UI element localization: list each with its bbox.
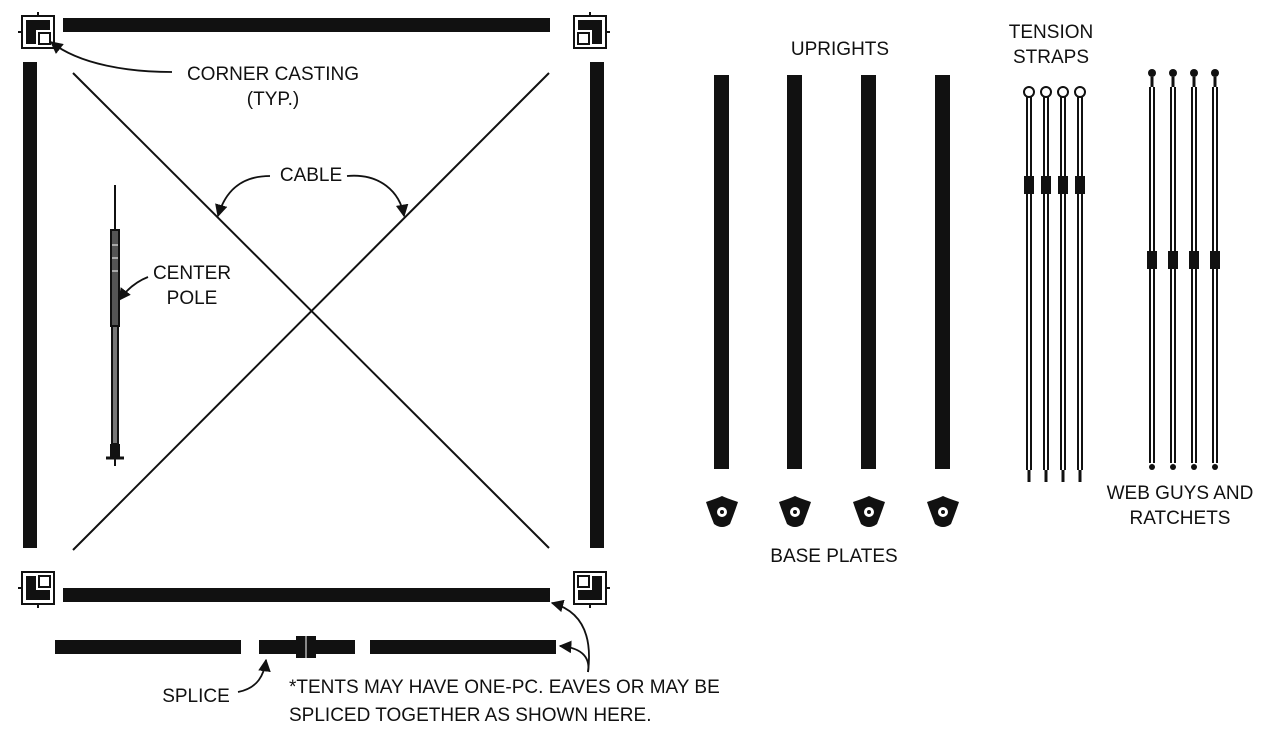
upright-2: [787, 75, 802, 469]
spliced-eave: [55, 636, 556, 658]
tension-strap-2: [1039, 85, 1053, 484]
base-plate-1: [705, 495, 739, 528]
web-guys-and-ratchets: [1145, 67, 1222, 472]
base-plate-4: [926, 495, 960, 528]
arrow-splice: [237, 658, 271, 693]
label-base-plates: BASE PLATES: [770, 546, 897, 567]
center-pole: [106, 185, 124, 466]
uprights: [714, 75, 950, 469]
eave-section-right: [370, 640, 556, 654]
tension-straps: [1022, 85, 1087, 484]
eave-right: [590, 62, 604, 548]
base-plate-3: [852, 495, 886, 528]
eave-bottom: [63, 588, 550, 602]
corner-casting-bottom-right: [573, 571, 611, 609]
label-web-guys-line2: RATCHETS: [1130, 508, 1231, 529]
arrow-note-splice-section: [558, 640, 590, 673]
label-web-guys-line1: WEB GUYS AND: [1107, 483, 1254, 504]
leader-arrows: [50, 41, 590, 693]
arrow-corner-casting: [50, 41, 173, 73]
note-line2: SPLICED TOGETHER AS SHOWN HERE.: [289, 705, 651, 726]
eave-top: [63, 18, 550, 32]
label-tension-straps-line2: STRAPS: [1013, 47, 1089, 68]
labels: CORNER CASTING (TYP.) CABLE CENTER POLE …: [153, 22, 1253, 726]
web-guy-3: [1187, 67, 1201, 472]
web-guy-4: [1208, 67, 1222, 472]
tension-strap-1: [1022, 85, 1036, 484]
arrow-cable-right: [346, 174, 409, 218]
cable-diagonal-2: [72, 72, 550, 551]
cables: [72, 72, 550, 551]
tension-strap-3: [1056, 85, 1070, 484]
label-tension-straps-line1: TENSION: [1009, 22, 1093, 43]
tension-strap-4: [1073, 85, 1087, 484]
label-splice: SPLICE: [162, 686, 230, 707]
note-line1: *TENTS MAY HAVE ONE-PC. EAVES OR MAY BE: [289, 677, 720, 698]
web-guy-1: [1145, 67, 1159, 472]
arrow-note-bottom-eave: [550, 599, 590, 673]
corner-casting-top-right: [573, 11, 611, 49]
base-plate-2: [778, 495, 812, 528]
eave-section-left: [55, 640, 241, 654]
label-uprights: UPRIGHTS: [791, 39, 889, 60]
upright-1: [714, 75, 729, 469]
arrow-cable-left: [215, 175, 271, 218]
upright-4: [935, 75, 950, 469]
corner-casting-top-left: [17, 11, 55, 49]
corner-casting-bottom-left: [17, 571, 55, 609]
base-plates: [705, 495, 960, 528]
eave-left: [23, 62, 37, 548]
web-guy-2: [1166, 67, 1180, 472]
label-corner-casting-line1: CORNER CASTING: [187, 64, 359, 85]
label-center-pole-line2: POLE: [167, 288, 218, 309]
upright-3: [861, 75, 876, 469]
label-center-pole-line1: CENTER: [153, 263, 231, 284]
label-corner-casting-line2: (TYP.): [247, 89, 299, 110]
frame-eaves: [23, 18, 604, 602]
label-cable: CABLE: [280, 165, 342, 186]
arrow-center-pole: [118, 276, 149, 302]
